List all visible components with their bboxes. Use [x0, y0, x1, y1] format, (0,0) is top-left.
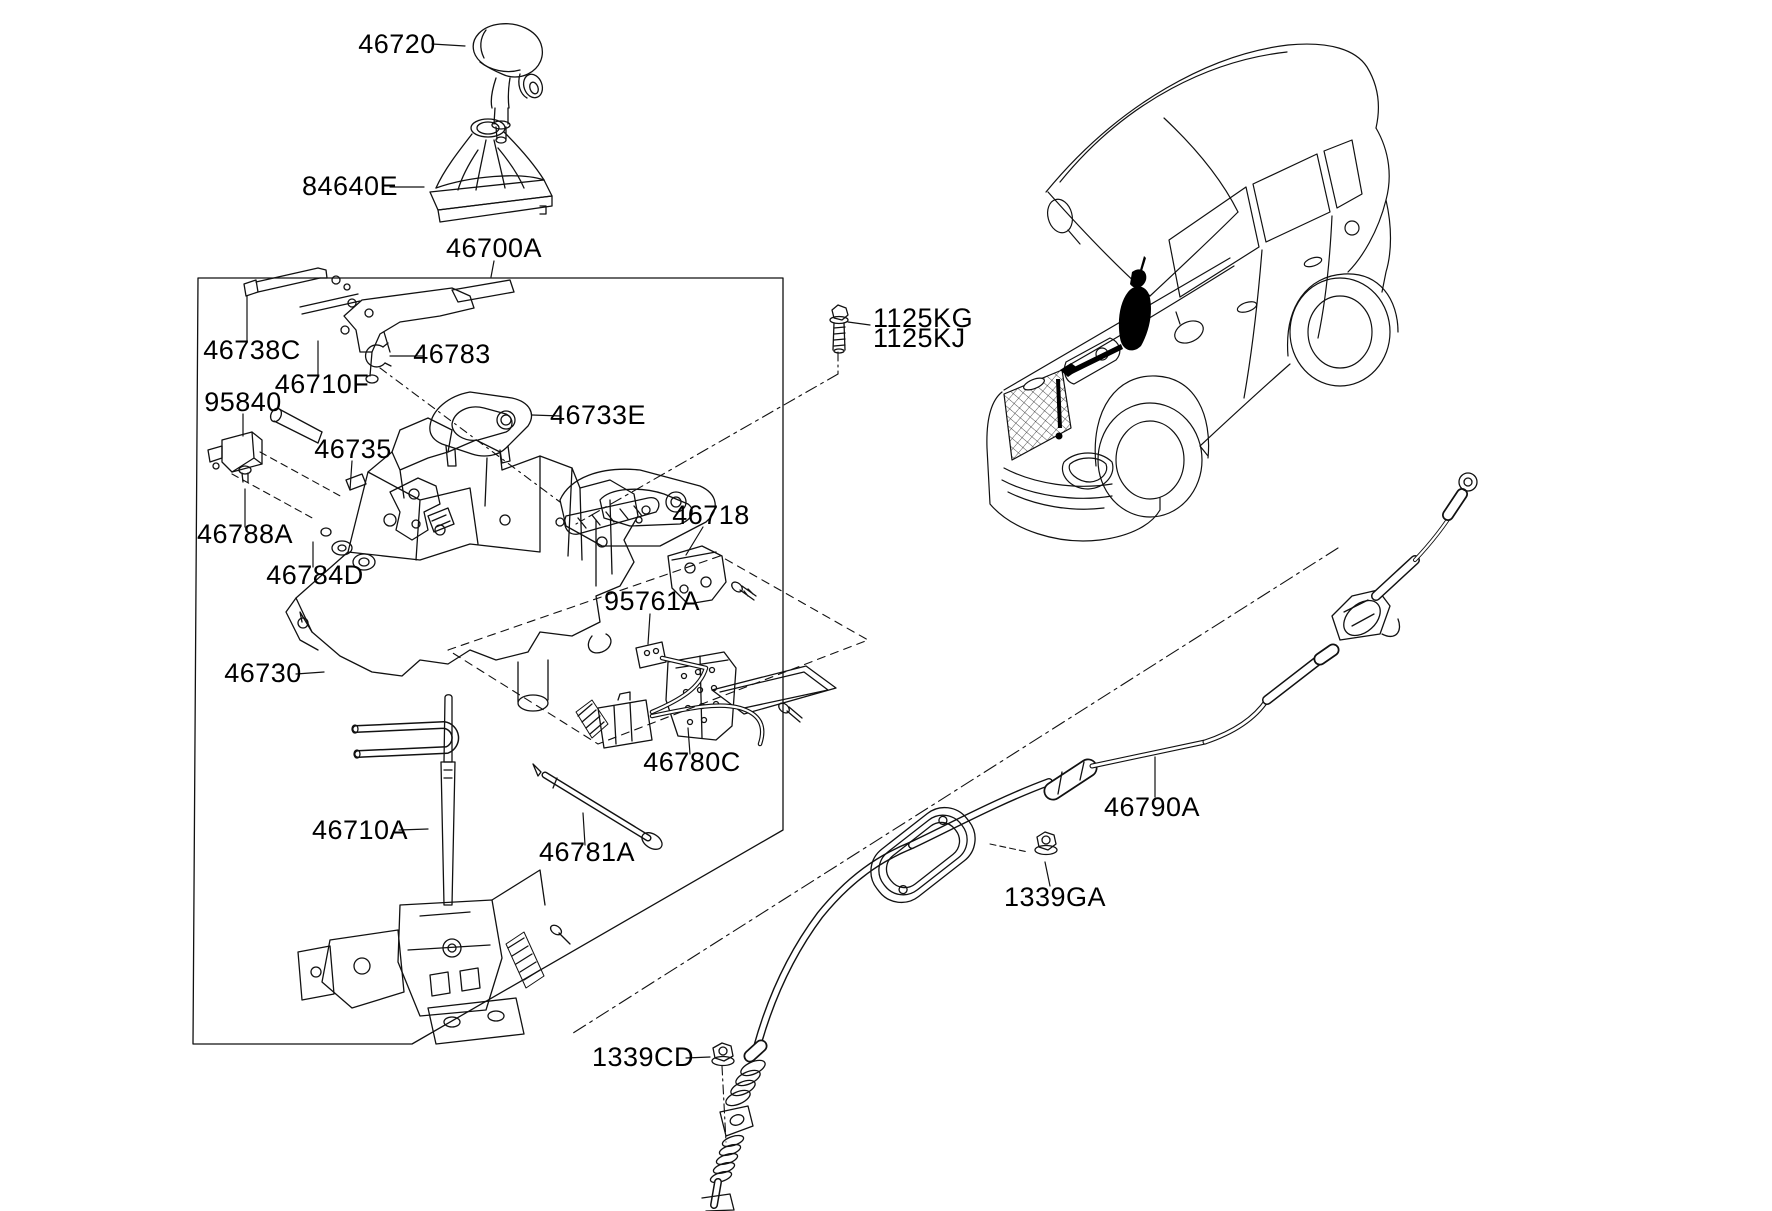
dowel-pin: [269, 407, 323, 444]
part-label-46700a: 46700A: [446, 233, 542, 263]
u-retainer: [351, 721, 460, 759]
nut-1339ga: [1034, 831, 1058, 856]
spring-pin: [575, 699, 609, 739]
bracket-assembly-46780c: [597, 651, 837, 749]
part-label-46718: 46718: [672, 500, 750, 530]
shift-knob: [472, 23, 544, 144]
detent-spring: [564, 497, 660, 535]
part-label-1339cd: 1339CD: [592, 1042, 694, 1072]
part-label-46735: 46735: [314, 434, 392, 464]
part-label-1125kj: 1125KJ: [873, 323, 966, 353]
vehicle-illustration: [986, 43, 1399, 542]
bolt-1125: [829, 304, 849, 354]
part-labels: 46720 84640E 46700A 46738C 46710F 46783 …: [197, 29, 1200, 1072]
part-label-46733e: 46733E: [550, 400, 646, 430]
nut-1339cd: [711, 1042, 735, 1067]
assembly-boundary-box: [192, 277, 784, 1045]
cable-lower-end: [701, 1039, 768, 1211]
part-label-46784d: 46784D: [266, 560, 364, 590]
part-label-46738c: 46738C: [203, 335, 301, 365]
manual-lever-46710f: [299, 279, 515, 384]
part-label-46788a: 46788A: [197, 519, 293, 549]
part-label-46730: 46730: [224, 658, 302, 688]
rod-46781a: [532, 763, 663, 850]
part-label-46781a: 46781A: [539, 837, 635, 867]
shift-lever-46710a: [297, 694, 571, 1045]
part-label-95761a: 95761A: [604, 586, 700, 616]
vehicle-shifter-highlight: [1055, 256, 1151, 440]
shift-boot: [429, 118, 553, 223]
switch-95840: [207, 431, 263, 473]
part-label-84640e: 84640E: [302, 171, 398, 201]
housing-46730: [285, 417, 716, 712]
part-label-95840: 95840: [204, 387, 282, 417]
part-label-1339ga: 1339GA: [1004, 882, 1106, 912]
part-label-46790a: 46790A: [1104, 792, 1200, 822]
snap-ring-46783: [364, 342, 392, 368]
part-label-46710a: 46710A: [312, 815, 408, 845]
part-label-46783: 46783: [413, 339, 491, 369]
part-label-46720: 46720: [358, 29, 436, 59]
part-label-1125kg: 1125KG: [873, 303, 973, 333]
construction-lines: [231, 351, 1339, 1143]
shift-cable-46790a: [753, 472, 1478, 1051]
indicator-cover-46733e: [429, 391, 533, 467]
part-label-46780c: 46780C: [643, 747, 741, 777]
grommet-plate: [870, 806, 976, 904]
bracket-46718: [667, 545, 757, 605]
switch-95761a: [587, 633, 667, 669]
lock-pin-46738c: [243, 267, 351, 297]
lever-46735: [345, 473, 455, 541]
leader-lines: [242, 43, 1156, 1059]
part-label-46710f: 46710F: [275, 369, 370, 399]
